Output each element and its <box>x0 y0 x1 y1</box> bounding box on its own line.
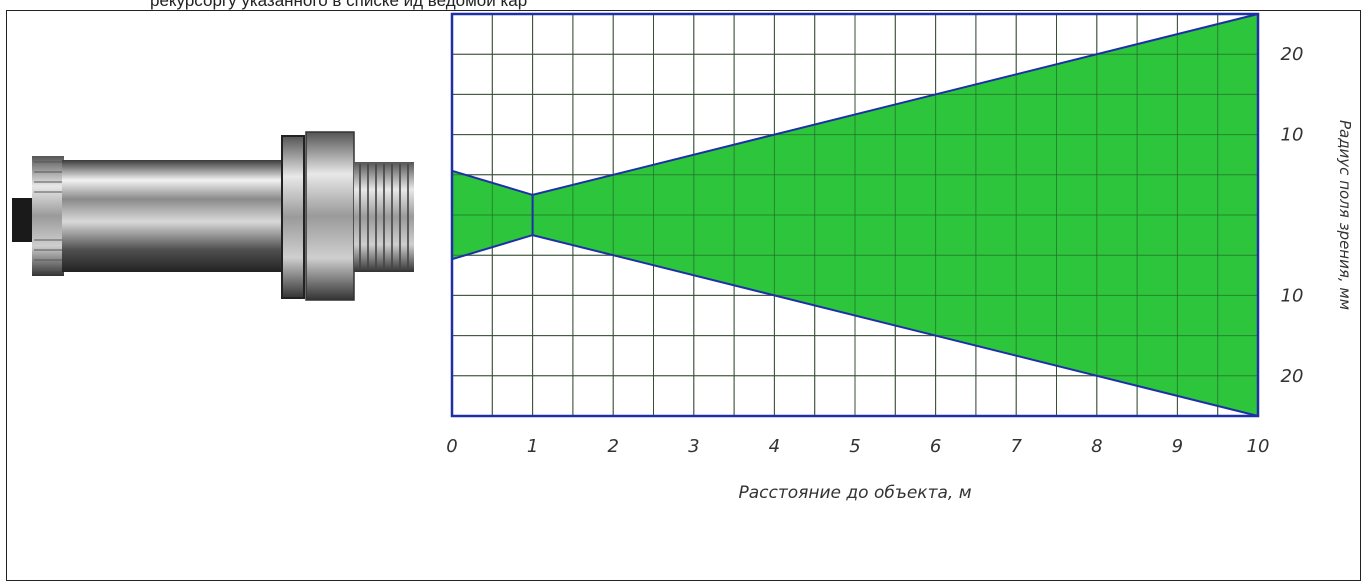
x-tick-label: 3 <box>688 436 699 457</box>
sensor-cable-stub <box>12 198 34 242</box>
sensor-flange <box>281 135 305 299</box>
chart-area-series <box>450 12 1260 418</box>
y-tick-label: 10 <box>1281 285 1304 306</box>
x-axis-label: Расстояние до объекта, м <box>738 483 971 503</box>
x-tick-label: 5 <box>849 436 860 457</box>
x-tick-labels: 0 1 2 3 4 5 6 7 8 9 10 <box>446 436 1269 457</box>
x-tick-label: 8 <box>1091 436 1102 457</box>
x-tick-label: 6 <box>930 436 941 457</box>
x-tick-label: 9 <box>1172 436 1183 457</box>
field-of-view-chart: 0 1 2 3 4 5 6 7 8 9 10 20 10 10 20 Расстояние до объе… <box>446 12 1354 503</box>
sensor-nut <box>305 131 355 301</box>
x-tick-label: 0 <box>446 436 457 457</box>
sensor-cap-knurl-lines <box>34 161 62 271</box>
y-axis-label: Радиус поля зрения, мм <box>1336 120 1354 310</box>
x-tick-label: 7 <box>1010 436 1022 457</box>
sensor-knurled-cap <box>32 156 64 276</box>
y-tick-label: 20 <box>1281 44 1304 65</box>
sensor-photo <box>12 131 414 301</box>
x-tick-label: 10 <box>1247 436 1270 457</box>
x-tick-label: 4 <box>769 436 780 457</box>
x-tick-label: 1 <box>527 436 538 457</box>
sensor-thread-lines <box>359 164 409 270</box>
sensor-body <box>62 160 282 272</box>
top-text-strip: рекурсоргу указанного в списке ид ведомо… <box>0 0 1370 10</box>
x-tick-label: 2 <box>607 436 618 457</box>
y-tick-label: 20 <box>1281 366 1304 387</box>
y-tick-label: 10 <box>1281 125 1304 146</box>
figure-frame <box>6 10 1361 581</box>
plot-frame <box>450 12 1260 418</box>
top-text: рекурсоргу указанного в списке ид ведомо… <box>150 0 528 10</box>
y-tick-labels: 20 10 10 20 <box>1281 44 1304 387</box>
